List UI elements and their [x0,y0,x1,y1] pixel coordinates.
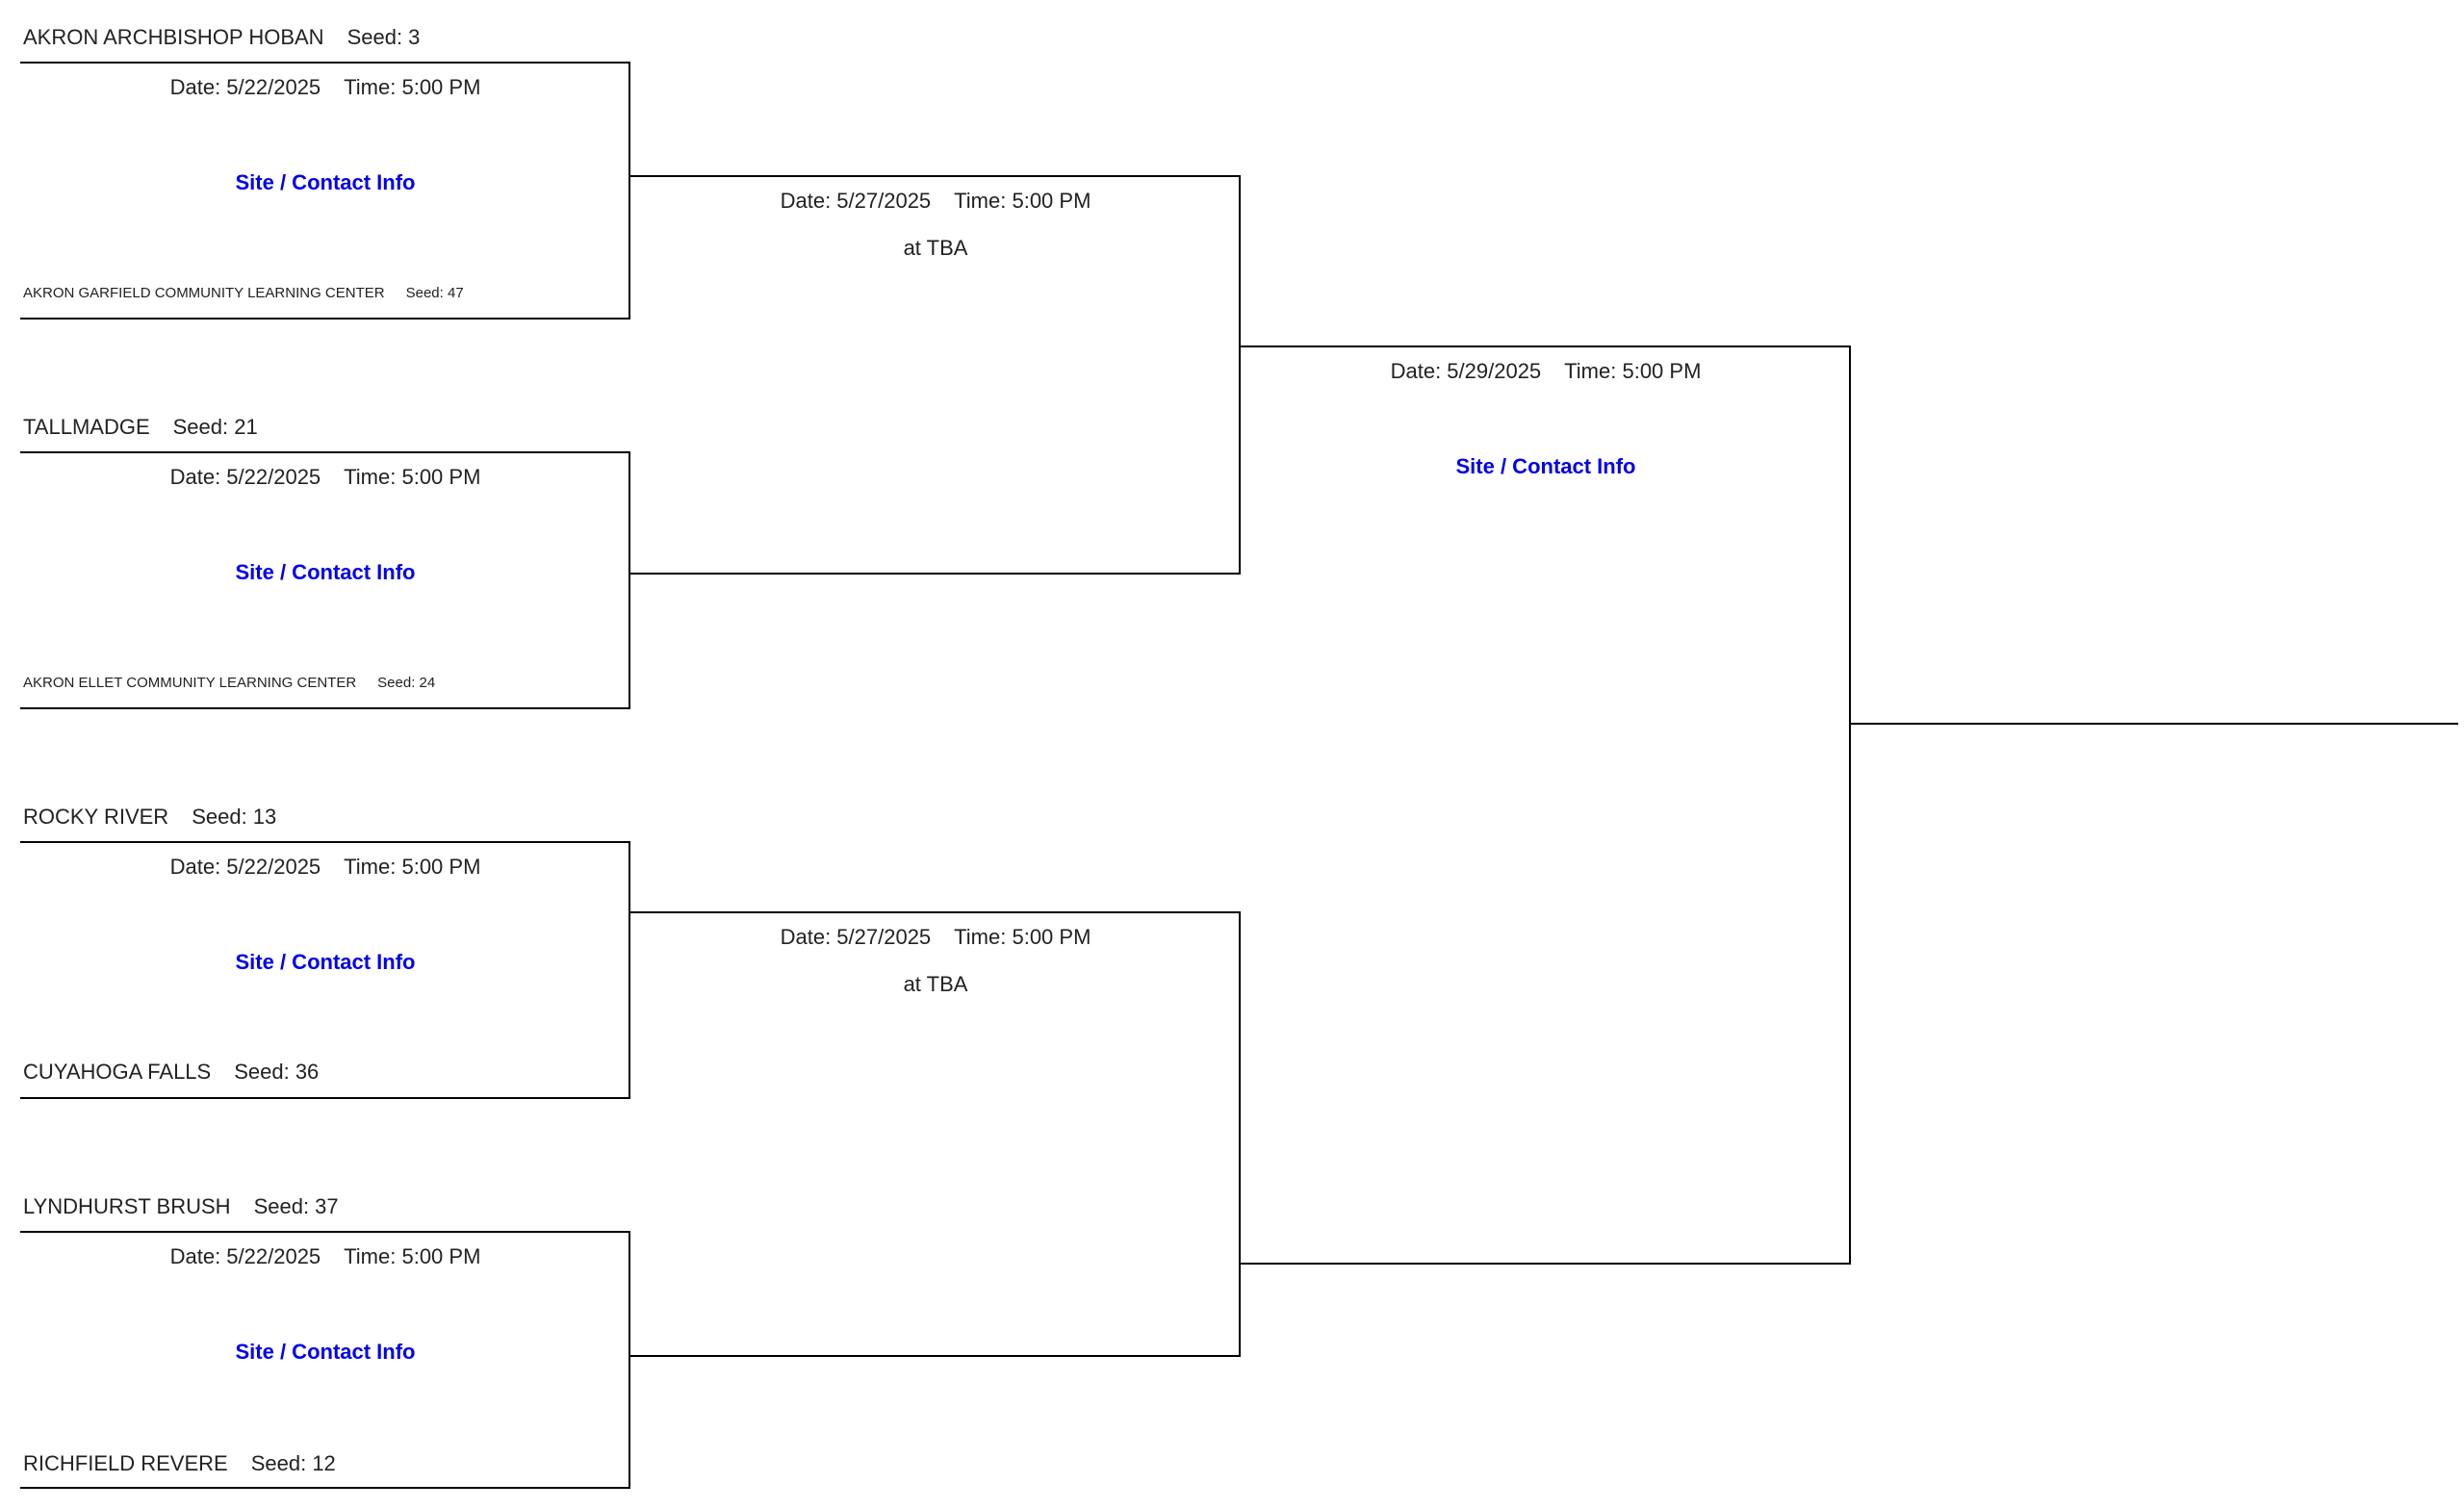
r2-g1-datetime: Date: 5/27/2025 Time: 5:00 PM [630,189,1241,214]
r1-g4-bottom-team: RICHFIELD REVERE Seed: 12 [23,1451,336,1476]
team-seed: Seed: 37 [253,1194,339,1218]
game-date: Date: 5/22/2025 [169,855,321,879]
game-time: Time: 5:00 PM [344,855,481,879]
r1-g1-datetime: Date: 5/22/2025 Time: 5:00 PM [20,75,630,100]
r1-g2-bottom-team: AKRON ELLET COMMUNITY LEARNING CENTER See… [23,675,435,691]
r3-g1-site-contact-link[interactable]: Site / Contact Info [1455,454,1636,478]
r3-g1-datetime: Date: 5/29/2025 Time: 5:00 PM [1241,359,1851,384]
r1-g3-site-contact-link[interactable]: Site / Contact Info [235,950,416,974]
team-seed: Seed: 24 [377,675,436,691]
r1-g3-bottom-team: CUYAHOGA FALLS Seed: 36 [23,1060,319,1085]
r2-g1-box [630,175,1241,575]
team-name: CUYAHOGA FALLS [23,1060,212,1084]
r1-g2-datetime: Date: 5/22/2025 Time: 5:00 PM [20,465,630,490]
team-name: TALLMADGE [23,415,150,439]
game-time: Time: 5:00 PM [344,465,481,489]
r1-g3-datetime: Date: 5/22/2025 Time: 5:00 PM [20,855,630,880]
r2-g2-box [630,911,1241,1357]
game-time: Time: 5:00 PM [954,189,1091,213]
game-date: Date: 5/27/2025 [780,189,932,213]
game-date: Date: 5/22/2025 [169,1244,321,1268]
r1-g3-box [20,841,630,1099]
r1-g2-box [20,451,630,709]
r1-g4-top-team: LYNDHURST BRUSH Seed: 37 [23,1194,339,1219]
team-seed: Seed: 21 [172,415,258,439]
game-time: Time: 5:00 PM [344,75,481,99]
r1-g4-datetime: Date: 5/22/2025 Time: 5:00 PM [20,1244,630,1269]
r2-g2-datetime: Date: 5/27/2025 Time: 5:00 PM [630,925,1241,950]
team-seed: Seed: 3 [346,25,421,49]
team-name: AKRON ARCHBISHOP HOBAN [23,25,324,49]
game-date: Date: 5/29/2025 [1390,359,1542,383]
team-name: AKRON ELLET COMMUNITY LEARNING CENTER [23,675,357,691]
r1-g1-bottom-team: AKRON GARFIELD COMMUNITY LEARNING CENTER… [23,285,464,301]
team-name: RICHFIELD REVERE [23,1451,228,1475]
game-date: Date: 5/22/2025 [169,465,321,489]
team-seed: Seed: 36 [234,1060,320,1084]
r1-g3-top-team: ROCKY RIVER Seed: 13 [23,805,276,830]
team-name: ROCKY RIVER [23,805,169,829]
team-seed: Seed: 12 [250,1451,336,1475]
team-seed: Seed: 13 [192,805,277,829]
game-time: Time: 5:00 PM [1564,359,1702,383]
game-time: Time: 5:00 PM [954,925,1091,949]
game-time: Time: 5:00 PM [344,1244,481,1268]
r3-g1-box [1241,345,1851,1265]
team-seed: Seed: 47 [405,285,464,301]
game-date: Date: 5/27/2025 [780,925,932,949]
r1-g4-box [20,1231,630,1489]
r1-g1-top-team: AKRON ARCHBISHOP HOBAN Seed: 3 [23,25,420,50]
champion-line [1851,723,2458,725]
r1-g1-box [20,62,630,320]
r1-g2-top-team: TALLMADGE Seed: 21 [23,415,258,440]
team-name: LYNDHURST BRUSH [23,1194,231,1218]
r1-g2-site-contact-link[interactable]: Site / Contact Info [235,560,416,584]
r2-g2-site: at TBA [903,972,968,996]
team-name: AKRON GARFIELD COMMUNITY LEARNING CENTER [23,285,385,301]
r1-g1-site-contact-link[interactable]: Site / Contact Info [235,170,416,194]
r2-g1-site: at TBA [903,236,968,260]
game-date: Date: 5/22/2025 [169,75,321,99]
r1-g4-site-contact-link[interactable]: Site / Contact Info [235,1340,416,1364]
